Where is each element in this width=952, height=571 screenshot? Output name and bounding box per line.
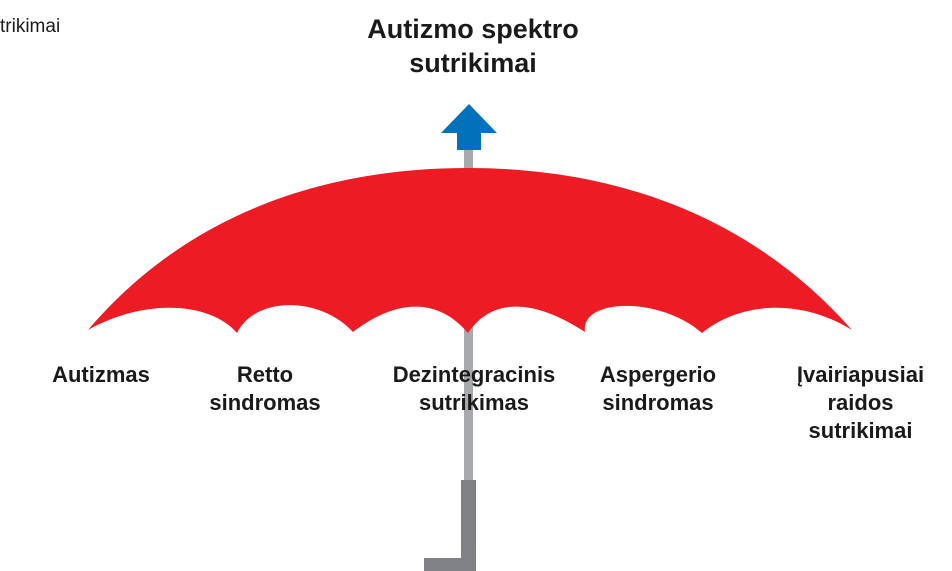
umbrella-shaft [464, 150, 473, 555]
title-line-2: sutrikimai [409, 48, 537, 78]
label-line: Retto [236, 362, 294, 387]
label-retto-sindromas: Retto sindromas [180, 361, 350, 417]
label-line: Aspergerio [599, 362, 717, 387]
title-line-1: Autizmo spektro [367, 14, 579, 44]
umbrella-canopy [88, 168, 852, 333]
label-aspergerio-sindromas: Aspergerio sindromas [573, 361, 743, 417]
label-ivairiapusiai-raidos-sutrikimai: Įvairiapusiai raidos sutrikimai [773, 361, 948, 445]
label-line: Autizmas [52, 362, 150, 387]
label-line: sutrikimai [808, 418, 913, 443]
label-line: sutrikimas [418, 390, 530, 415]
corner-text: trikimai [0, 16, 61, 37]
diagram-title: Autizmo spektro sutrikimai [300, 12, 646, 80]
label-line: Įvairiapusiai [796, 362, 925, 387]
label-line: sindromas [209, 390, 321, 415]
arrow-up-icon [441, 104, 497, 150]
label-line: sindromas [602, 390, 714, 415]
umbrella-handle [424, 480, 476, 571]
label-line: Dezintegracinis [392, 362, 556, 387]
label-dezintegracinis-sutrikimas: Dezintegracinis sutrikimas [379, 361, 569, 417]
label-autizmas: Autizmas [16, 361, 186, 389]
label-line: raidos [827, 390, 894, 415]
